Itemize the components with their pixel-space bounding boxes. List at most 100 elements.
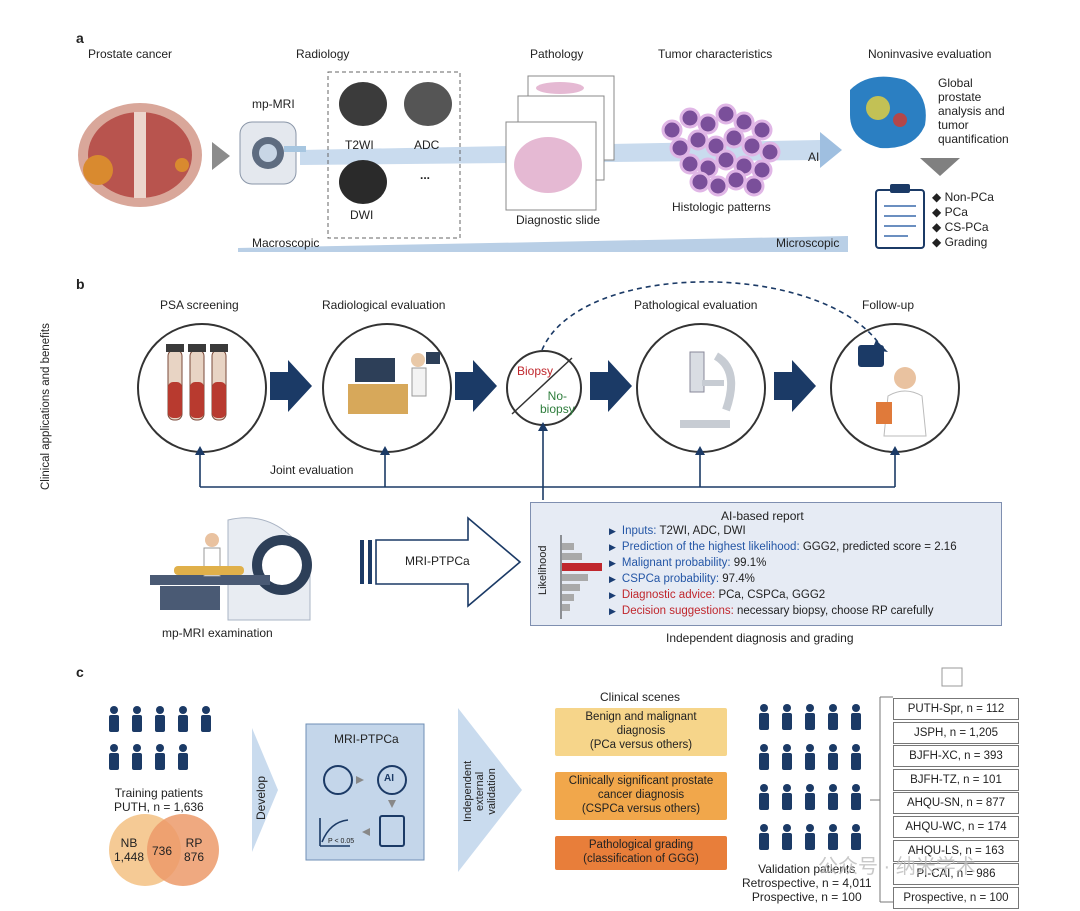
panel-a-letter: a bbox=[76, 30, 84, 46]
more-sequences-label: ... bbox=[420, 168, 431, 182]
dashed-skip-curve bbox=[541, 281, 881, 351]
pathology-slides bbox=[505, 75, 615, 211]
person-icon bbox=[759, 824, 769, 850]
report-title: AI-based report bbox=[721, 509, 804, 523]
person-icon bbox=[805, 784, 815, 810]
clinical-scenes-title: Clinical scenes bbox=[600, 690, 681, 704]
report-line: ▶Malignant probability: 99.1% bbox=[609, 557, 767, 569]
validation-arrow-label: Independent external validation bbox=[462, 760, 498, 822]
cell-icon bbox=[733, 111, 755, 133]
validation-patients-label: Validation patients Retrospective, n = 4… bbox=[742, 862, 872, 904]
develop-chevron bbox=[252, 728, 278, 852]
heatmap-down-arrow bbox=[920, 158, 960, 176]
mp-mri-label: mp-MRI bbox=[252, 97, 295, 111]
joint-evaluation-label: Joint evaluation bbox=[270, 463, 354, 477]
report-footer: Independent diagnosis and grading bbox=[666, 631, 854, 645]
outcome-list: ◆ Non-PCa ◆ PCa ◆ CS-PCa ◆ Grading bbox=[932, 190, 994, 250]
prostate-illustration bbox=[78, 103, 202, 207]
person-icon bbox=[782, 704, 792, 730]
cell-icon bbox=[751, 159, 773, 181]
flow-arrow-3 bbox=[590, 360, 632, 412]
doctor-icon bbox=[858, 345, 927, 437]
person-icon bbox=[759, 744, 769, 770]
person-icon bbox=[828, 784, 838, 810]
t2wi-label: T2WI bbox=[345, 138, 374, 152]
mri-exam-illustration bbox=[150, 517, 312, 621]
biopsy-label: Biopsy bbox=[517, 364, 554, 378]
person-icon bbox=[805, 704, 815, 730]
radiology-circle bbox=[322, 323, 452, 453]
flow-arrow-4 bbox=[774, 360, 816, 412]
outcome-item: ◆ CS-PCa bbox=[932, 220, 989, 234]
microscopic-label: Microscopic bbox=[776, 236, 840, 250]
ai-label: AI bbox=[808, 150, 820, 164]
person-icon bbox=[782, 744, 792, 770]
person-icon bbox=[132, 744, 142, 770]
microscope-icon bbox=[680, 351, 736, 428]
cell-icon bbox=[707, 175, 729, 197]
flow-arrowhead bbox=[820, 132, 842, 168]
cell-icon bbox=[669, 137, 691, 159]
person-icon bbox=[178, 706, 188, 732]
ai-icon-text: AI bbox=[384, 773, 394, 784]
adc-image bbox=[404, 82, 452, 126]
training-patients-icons bbox=[109, 706, 211, 770]
histologic-cells bbox=[661, 103, 781, 197]
cohort-box: PI-CAI, n = 986 bbox=[893, 863, 1019, 886]
cohort-box: AHQU-LS, n = 163 bbox=[893, 839, 1019, 862]
ai-head-icon bbox=[377, 765, 407, 795]
mri-ptpca-arrow bbox=[360, 516, 522, 608]
report-line: ▶Diagnostic advice: PCa, CSPCa, GGG2 bbox=[609, 589, 826, 601]
cell-icon bbox=[725, 169, 747, 191]
person-icon bbox=[155, 706, 165, 732]
report-line: ▶Inputs: T2WI, ADC, DWI bbox=[609, 525, 746, 537]
global-heatmap bbox=[850, 76, 926, 149]
person-icon bbox=[828, 744, 838, 770]
flow-arrow-2 bbox=[455, 360, 497, 412]
person-icon bbox=[109, 744, 119, 770]
no-biopsy-label: No-biopsy bbox=[540, 389, 575, 416]
scanner-mini-icon bbox=[323, 765, 353, 795]
blood-tubes-icon bbox=[166, 344, 228, 421]
step-radiological-evaluation: Radiological evaluation bbox=[322, 298, 446, 312]
cohort-box: AHQU-WC, n = 174 bbox=[893, 816, 1019, 838]
person-icon bbox=[851, 784, 861, 810]
cohort-box: Prospective, n = 100 bbox=[893, 886, 1019, 909]
hospital-icon bbox=[941, 667, 963, 687]
cell-icon bbox=[715, 149, 737, 171]
watermark: 公众号 · 纳米学术 bbox=[818, 856, 976, 878]
report-line: ▶CSPCa probability: 97.4% bbox=[609, 573, 755, 585]
venn-rp-circle bbox=[147, 814, 219, 886]
outcome-item: ◆ Grading bbox=[932, 235, 988, 249]
cohort-box: JSPH, n = 1,205 bbox=[893, 721, 1019, 744]
cohort-box: BJFH-XC, n = 393 bbox=[893, 745, 1019, 768]
global-analysis-text: Global prostate analysis and tumor quant… bbox=[938, 76, 1009, 146]
header-pathology: Pathology bbox=[530, 47, 584, 61]
auc-text: P < 0.05 bbox=[328, 838, 355, 845]
person-icon bbox=[828, 824, 838, 850]
step-psa-screening: PSA screening bbox=[160, 298, 239, 312]
mp-mri-examination-label: mp-MRI examination bbox=[162, 626, 273, 640]
header-tumor-characteristics: Tumor characteristics bbox=[658, 47, 773, 61]
roc-curve-icon bbox=[319, 818, 350, 847]
step-follow-up: Follow-up bbox=[862, 298, 915, 312]
outcome-item: ◆ Non-PCa bbox=[932, 190, 994, 204]
panel-c-letter: c bbox=[76, 664, 84, 680]
cell-icon bbox=[751, 119, 773, 141]
report-mini-icon bbox=[379, 815, 405, 847]
flow-arrow-1 bbox=[270, 360, 312, 412]
cohort-box: PUTH-Spr, n = 112 bbox=[893, 698, 1019, 720]
scene-grading: Pathological grading(classification of G… bbox=[555, 836, 727, 870]
header-prostate-cancer: Prostate cancer bbox=[88, 47, 173, 61]
mri-ptpca-label-b: MRI-PTPCa bbox=[405, 554, 470, 568]
ai-report-box: AI-based report Likelihood ▶Inputs: T2WI… bbox=[530, 502, 1002, 626]
cell-icon bbox=[743, 175, 765, 197]
header-radiology: Radiology bbox=[296, 47, 350, 61]
mri-scanner-icon bbox=[239, 121, 306, 185]
